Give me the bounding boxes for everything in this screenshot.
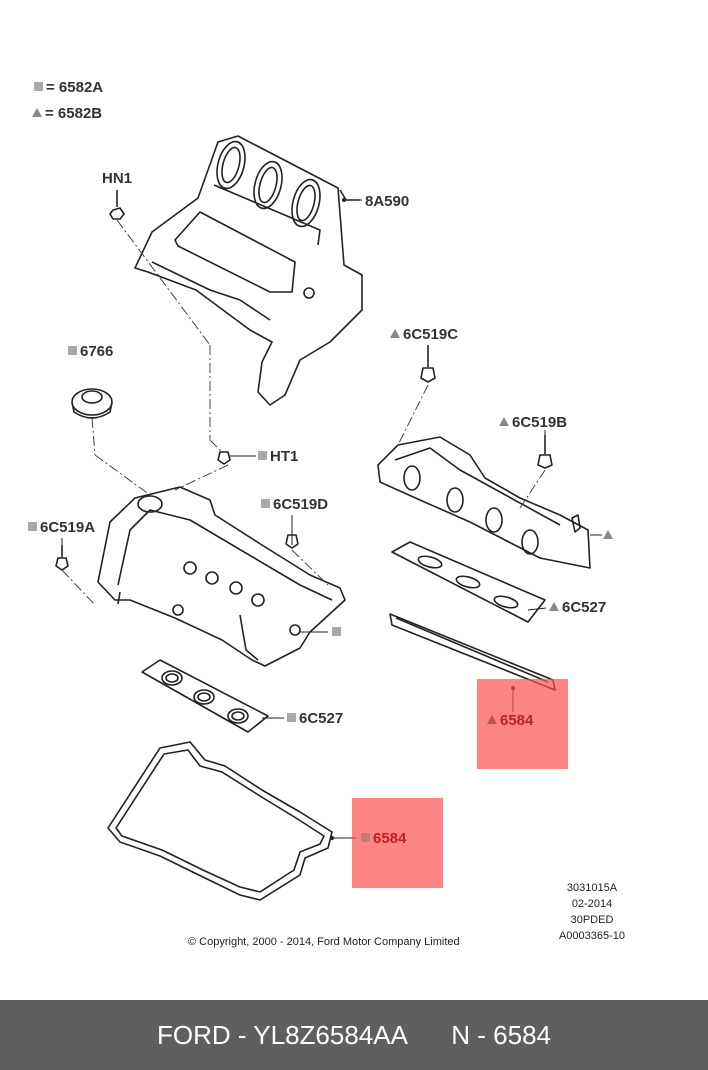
legend-triangle-text: = 6582B bbox=[45, 105, 103, 122]
callout-6c527-right-text: 6C527 bbox=[562, 599, 607, 616]
legend-square: = 6582A bbox=[34, 79, 103, 96]
callout-6766-text: 6766 bbox=[80, 343, 114, 360]
callout-6c519c-text: 6C519C bbox=[403, 326, 459, 343]
callout-6584-left: 6584 bbox=[361, 830, 406, 847]
bolt-ht1-drawing bbox=[217, 451, 231, 465]
triangle-marker-icon bbox=[603, 530, 613, 539]
footer-bar: FORD - YL8Z6584AA N - 6584 bbox=[0, 1000, 708, 1070]
callout-6c519d: 6C519D bbox=[261, 496, 328, 513]
square-marker-icon bbox=[287, 713, 296, 722]
parts-diagram bbox=[55, 135, 602, 901]
callout-6c519a-text: 6C519A bbox=[40, 519, 96, 536]
triangle-marker-icon bbox=[32, 108, 42, 117]
info-line-4: A0003365-10 bbox=[558, 930, 626, 942]
callout-ht1-text: HT1 bbox=[270, 448, 299, 465]
square-marker-icon bbox=[258, 451, 267, 460]
callout-6c519c: 6C519C bbox=[390, 326, 458, 343]
highlight-right-gasket bbox=[477, 679, 568, 769]
info-block: 3031015A 02-2014 30PDED A0003365-10 bbox=[556, 880, 628, 944]
bolt-6c519b-drawing bbox=[537, 454, 553, 469]
copyright: © Copyright, 2000 - 2014, Ford Motor Com… bbox=[188, 936, 460, 948]
triangle-marker-icon bbox=[390, 329, 400, 338]
triangle-marker-icon bbox=[549, 602, 559, 611]
callout-6c519b-text: 6C519B bbox=[512, 414, 568, 431]
left-valve-cover-drawing bbox=[97, 486, 346, 667]
bolt-6c519a-drawing bbox=[55, 557, 69, 571]
bolt-6c519d-drawing bbox=[285, 534, 299, 549]
info-line-2: 02-2014 bbox=[571, 898, 613, 910]
legend-square-text: = 6582A bbox=[46, 79, 104, 96]
bolt-hn1-drawing bbox=[109, 190, 125, 220]
square-marker-icon bbox=[28, 522, 37, 531]
callout-6c519d-text: 6C519D bbox=[273, 496, 329, 513]
square-marker-icon bbox=[34, 82, 43, 91]
left-gasket-drawing bbox=[107, 741, 333, 901]
footer-spacer bbox=[408, 1020, 451, 1051]
callout-6c519b: 6C519B bbox=[499, 414, 567, 431]
callout-ht1: HT1 bbox=[258, 448, 298, 465]
left-spark-plug-seals-drawing bbox=[141, 659, 269, 733]
callout-6c527-left-text: 6C527 bbox=[299, 710, 344, 727]
footer-reference: N - 6584 bbox=[451, 1019, 552, 1050]
callout-6584-right-text: 6584 bbox=[500, 712, 534, 729]
right-spark-plug-seals-drawing bbox=[391, 541, 546, 623]
callout-left-cover-marker bbox=[332, 624, 344, 641]
callout-8a590-text: 8A590 bbox=[365, 193, 410, 210]
callout-6766: 6766 bbox=[68, 343, 113, 360]
highlight-left-gasket bbox=[352, 798, 443, 888]
info-line-3: 30PDED bbox=[570, 914, 614, 926]
callout-6c527-left: 6C527 bbox=[287, 710, 343, 727]
oil-cap-drawing bbox=[71, 388, 113, 419]
triangle-marker-icon bbox=[499, 417, 509, 426]
square-marker-icon bbox=[261, 499, 270, 508]
callout-6584-right: 6584 bbox=[487, 712, 533, 729]
callout-6584-left-text: 6584 bbox=[373, 830, 407, 847]
square-marker-icon bbox=[68, 346, 77, 355]
square-marker-icon bbox=[332, 627, 341, 636]
bolt-6c519c-drawing bbox=[420, 367, 436, 383]
right-valve-cover-drawing bbox=[377, 436, 591, 569]
callout-right-cover-marker bbox=[603, 527, 616, 544]
engine-cover-drawing bbox=[134, 135, 363, 406]
triangle-marker-icon bbox=[487, 715, 497, 724]
callout-hn1-text: HN1 bbox=[102, 170, 133, 187]
legend-triangle: = 6582B bbox=[32, 105, 102, 122]
callout-hn1: HN1 bbox=[102, 170, 132, 187]
callout-8a590: 8A590 bbox=[365, 193, 409, 210]
square-marker-icon bbox=[361, 833, 370, 842]
footer-part-number: FORD - YL8Z6584AA bbox=[156, 1019, 408, 1050]
callout-6c527-right: 6C527 bbox=[549, 599, 606, 616]
info-line-1: 3031015A bbox=[566, 882, 618, 894]
callout-6c519a: 6C519A bbox=[28, 519, 95, 536]
